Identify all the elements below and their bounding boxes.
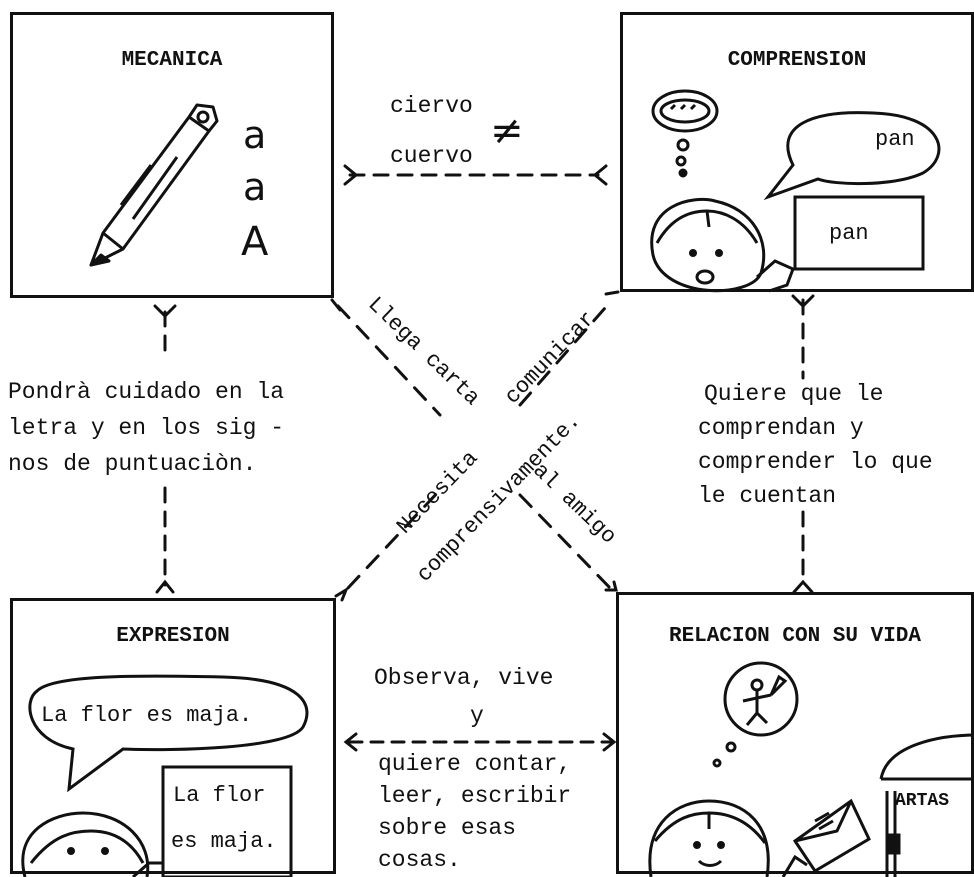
box-comprension: COMPRENSION pan pan xyxy=(620,12,974,293)
left-connector-line1: Pondrà cuidado en la xyxy=(8,379,285,405)
top-connector-line2: cuervo xyxy=(390,143,473,169)
bottom-right-arrowhead xyxy=(602,732,617,752)
diagonal-up-line xyxy=(346,298,614,590)
expresion-card-line1: La flor xyxy=(173,783,266,808)
top-connector-line1: ciervo xyxy=(390,93,473,119)
left-connector-line2: letra y en los sig - xyxy=(8,415,285,441)
top-left-arrowhead xyxy=(343,164,359,186)
left-bottom-arrowhead xyxy=(155,579,175,594)
comprension-title: COMPRENSION xyxy=(727,49,867,72)
bottom-left-arrowhead xyxy=(343,732,358,752)
mailbox-text: ARTAS xyxy=(895,791,950,811)
expresion-title: EXPRESION xyxy=(116,625,230,648)
letter-a-upper: A xyxy=(241,219,269,265)
pencil-icon xyxy=(89,103,219,267)
speech-bubble-flor xyxy=(28,674,309,793)
comprension-bubble-text: pan xyxy=(875,127,915,152)
speech-bubble-pan xyxy=(763,111,941,201)
box-relacion: RELACION CON SU VIDA ARTAS xyxy=(616,592,974,877)
comprension-card-text: pan xyxy=(829,221,869,246)
relacion-illustration xyxy=(648,661,974,877)
mecanica-title: MECANICA xyxy=(121,49,223,72)
bread-thought-icon xyxy=(651,89,719,133)
box-expresion: EXPRESION La flor es maja. La flor es ma… xyxy=(10,598,336,877)
bottom-connector-upper2: y xyxy=(470,703,484,729)
top-right-arrowhead xyxy=(592,164,608,186)
diagonal-down-line xyxy=(336,304,614,592)
left-top-arrowhead xyxy=(153,304,177,319)
not-equal-symbol: ≠ xyxy=(490,108,524,154)
right-connector-line4: le cuentan xyxy=(698,483,837,509)
letter-a-lower-1: a xyxy=(243,113,267,157)
expresion-illustration xyxy=(21,674,309,877)
right-connector-line3: comprender lo que xyxy=(698,449,933,475)
expresion-card-line2: es maja. xyxy=(171,829,277,854)
child-face-icon xyxy=(650,197,766,293)
relacion-title: RELACION CON SU VIDA xyxy=(668,625,922,648)
box-mecanica: MECANICA a a A xyxy=(10,12,334,298)
right-connector-line1: Quiere que le xyxy=(704,381,884,407)
right-connector-line2: comprendan y xyxy=(698,415,864,441)
bottom-connector-lower2: leer, escribir xyxy=(378,783,572,809)
left-connector-line3: nos de puntuaciòn. xyxy=(8,451,257,477)
bottom-connector-upper1: Observa, vive xyxy=(374,665,554,691)
expresion-bubble-text: La flor es maja. xyxy=(41,703,253,728)
child-face-icon-expresion xyxy=(21,811,150,877)
pan-card xyxy=(793,195,925,271)
bottom-connector-lower3: sobre esas xyxy=(378,815,517,841)
flor-card xyxy=(161,765,293,877)
mailbox-icon xyxy=(879,733,974,877)
bottom-connector-lower4: cosas. xyxy=(378,847,461,873)
envelope-icon xyxy=(792,798,871,874)
diagonal-up-end xyxy=(334,290,620,602)
child-face-icon-relacion xyxy=(648,799,770,877)
comprension-illustration xyxy=(650,89,941,293)
diagonal-down-end xyxy=(330,298,618,592)
bottom-connector-lower1: quiere contar, xyxy=(378,751,572,777)
right-bottom-arrowhead xyxy=(792,579,814,594)
right-top-arrowhead xyxy=(791,294,815,309)
thought-child-kite-icon xyxy=(723,661,799,737)
letter-a-lower-2: a xyxy=(243,165,267,209)
